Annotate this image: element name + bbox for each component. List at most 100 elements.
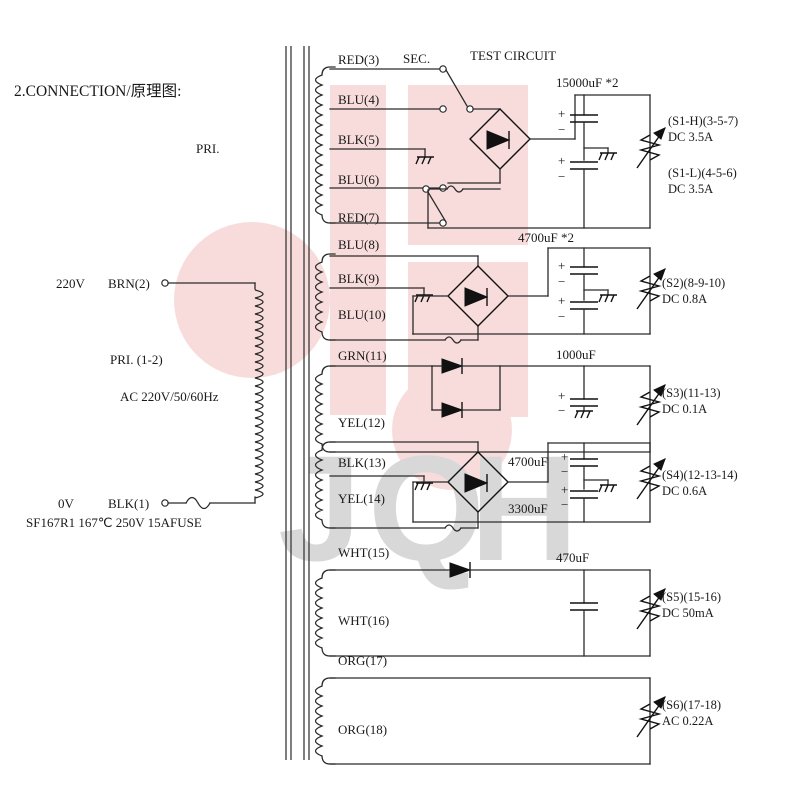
transformer-core (285, 46, 310, 760)
primary-voltage-bottom: 0V (58, 496, 75, 511)
s4-tap-label-0: BLK(13) (338, 455, 386, 470)
s3-capacitor-ground-symbol (574, 410, 593, 419)
svg-text:−: − (558, 309, 565, 324)
s4-variable-load (636, 442, 666, 523)
s3-output-name: (S3)(11-13) (662, 386, 721, 400)
s4-midpoint-ground-symbol (598, 484, 617, 493)
svg-text:−: − (558, 169, 565, 184)
s1-midpoint-ground-symbol (598, 152, 617, 161)
s2-tap-label-1: BLK(9) (338, 271, 379, 286)
s1-tap-label-0: RED(3) (338, 52, 379, 67)
s1-tap-label-2: BLK(5) (338, 132, 379, 147)
primary-caption: PRI. (196, 141, 219, 156)
s5-output-name: (S5)(15-16) (662, 590, 721, 604)
s1-capacitor-bottom: + − (558, 153, 598, 229)
s3-winding-coil (314, 373, 324, 445)
s1-tap-dot-1 (439, 105, 447, 113)
s2-capacitor-label: 4700uF *2 (518, 230, 574, 245)
primary-voltage-top: 220V (56, 276, 86, 291)
svg-text:−: − (558, 274, 565, 289)
s2-capacitor-top: + − (558, 247, 598, 301)
s1-output-current-1: DC 3.5A (668, 182, 713, 196)
s1-tap-dot-4 (439, 219, 447, 227)
svg-text:+: + (558, 258, 565, 273)
section-s3: GRN(11) YEL(12) (314, 347, 721, 453)
s6-variable-load (636, 677, 666, 765)
watermark-circle (174, 222, 330, 378)
primary-terminal-dot-bottom (161, 499, 169, 507)
svg-text:+: + (558, 153, 565, 168)
s2-tap-label-2: BLU(10) (338, 307, 386, 322)
s5-capacitor-label: 470uF (556, 550, 589, 565)
primary-winding-coil (254, 289, 264, 499)
svg-text:−: − (558, 403, 565, 418)
s4-bridge-rectifier (447, 451, 509, 513)
s4-winding-coil (314, 449, 324, 521)
s2-output-current: DC 0.8A (662, 292, 707, 306)
section-s5: WHT(15) WHT(16) 470uF (314, 545, 721, 657)
s1-winding-coil (314, 74, 324, 216)
svg-text:−: − (558, 122, 565, 137)
s4-output-current: DC 0.6A (662, 484, 707, 498)
s6-output-name: (S6)(17-18) (662, 698, 721, 712)
s1-output-name-1: (S1-L)(4-5-6) (668, 166, 737, 180)
section-s4: BLK(13) YEL(14) (314, 441, 738, 532)
s4-ground-symbol (414, 482, 433, 491)
svg-text:+: + (561, 449, 568, 464)
s5-variable-load (636, 569, 666, 657)
primary-terminal-top: BRN(2) (108, 276, 150, 291)
s2-variable-load (636, 247, 666, 335)
s5-winding-coil (314, 577, 324, 649)
svg-text:+: + (561, 482, 568, 497)
s3-variable-load (636, 365, 666, 453)
svg-text:−: − (561, 497, 568, 512)
s1-tap-dot-0 (439, 65, 447, 73)
s1-capacitor-top: + − (558, 94, 598, 161)
s6-output-current: AC 0.22A (662, 714, 713, 728)
primary-winding-label: PRI. (1-2) (110, 352, 163, 367)
primary-fuse-label: SF167R1 167℃ 250V 15AFUSE (26, 515, 202, 530)
s1-tap-dot-3 (439, 184, 447, 192)
s5-tap-label-1: WHT(16) (338, 613, 389, 628)
section-s6: ORG(17) ORG(18) (S6)(17-18) AC 0.22A (314, 653, 721, 765)
watermark-bar-left (330, 85, 386, 415)
s3-capacitor-label: 1000uF (556, 347, 596, 362)
s2-midpoint-ground-symbol (598, 294, 617, 303)
s3-capacitor: + − (558, 365, 598, 418)
s1-output-name-0: (S1-H)(3-5-7) (668, 114, 738, 128)
s2-bridge-rectifier (447, 265, 509, 327)
s1-output-current-0: DC 3.5A (668, 130, 713, 144)
s4-capacitor-label-bottom: 3300uF (508, 501, 548, 516)
primary-circuit: 220V BRN(2) 0V BLK(1) PRI. (1-2) AC 220V… (26, 276, 264, 530)
s2-output-name: (S2)(8-9-10) (662, 276, 725, 290)
watermark-circle-2 (392, 370, 512, 490)
primary-terminal-bottom: BLK(1) (108, 496, 149, 511)
watermark-letter-q: Q (368, 424, 485, 592)
s1-variable-load (636, 94, 666, 229)
s2-capacitor-bottom: + − (558, 293, 598, 335)
s6-tap-label-0: ORG(17) (338, 653, 387, 668)
section-s2: BLU(8) BLK(9) BLU(10) (314, 230, 725, 344)
s2-winding-coil (314, 261, 324, 333)
svg-text:+: + (558, 106, 565, 121)
s4-capacitor-top: + − (561, 442, 598, 490)
s6-tap-label-1: ORG(18) (338, 722, 387, 737)
s5-capacitor (570, 569, 598, 657)
svg-text:+: + (558, 388, 565, 403)
s1-ground-symbol (415, 156, 434, 165)
section-s1: RED(3) BLU(4) BLK(5) BLU(6) RED(7) (314, 52, 738, 229)
s1-capacitor-label: 15000uF *2 (556, 75, 618, 90)
s1-tap-label-1: BLU(4) (338, 92, 379, 107)
s5-tap-label-0: WHT(15) (338, 545, 389, 560)
primary-terminal-dot-top (161, 279, 169, 287)
s4-capacitor-label-top: 4700uF (508, 454, 548, 469)
s4-tap-label-1: YEL(14) (338, 491, 385, 506)
s1-tap-label-4: RED(7) (338, 210, 379, 225)
s1-high-selector-switch[interactable] (445, 69, 501, 113)
svg-text:−: − (561, 464, 568, 479)
page-title: 2.CONNECTION/原理图: (14, 83, 181, 100)
primary-rating: AC 220V/50/60Hz (120, 389, 219, 404)
s3-tap-label-1: YEL(12) (338, 415, 385, 430)
s2-tap-label-0: BLU(8) (338, 237, 379, 252)
